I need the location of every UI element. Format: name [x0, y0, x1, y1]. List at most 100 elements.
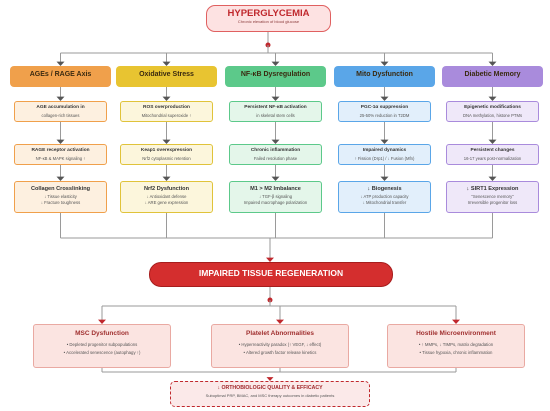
header-arrow-2 — [271, 61, 280, 66]
outcome-line: • Tissue hypoxia, chronic inflammation — [419, 349, 493, 355]
step-title: Epigenetic modifications — [464, 105, 521, 110]
step3-arrow-0 — [56, 176, 65, 181]
step-detail-line: ↓ TGF-β signaling — [258, 194, 293, 200]
step1-arrow-3 — [380, 96, 389, 101]
orthobiologic-box: ↓ ORTHOBIOLOGIC QUALITY & EFFICACY Subop… — [170, 381, 370, 407]
step-subtitle: 16-17 years post-normalization — [463, 155, 522, 161]
step-detail-line: ↓ Tissue elasticity — [44, 194, 77, 200]
column-header-mito: Mito Dysfunction — [334, 66, 435, 87]
step-subtitle: NF-κB & MAPK signaling ↑ — [35, 155, 86, 161]
hyperglycemia-subtitle: Chronic elevation of blood glucose — [237, 18, 300, 24]
step-detail-line: ↓ ARE gene expression — [144, 200, 189, 206]
outcome-title: Platelet Abnormalities — [245, 330, 315, 337]
step-title: ↓ SIRT1 Expression — [466, 186, 519, 192]
outcome-box-3: Hostile Microenvironment • ↑ MMPs, ↓ TIMP… — [387, 324, 525, 368]
hyperglycemia-box: HYPERGLYCEMIA Chronic elevation of blood… — [206, 5, 331, 32]
column-header-label: AGEs / RAGE Axis — [29, 71, 92, 78]
step1-arrow-1 — [162, 96, 171, 101]
bottom-arrow-2 — [452, 319, 460, 324]
step-mem-2: Persistent changes 16-17 years post-norma… — [446, 144, 539, 165]
step-title: Chronic inflammation — [250, 148, 301, 153]
step-detail-line: ↓ ATP production capacity — [360, 194, 409, 200]
header-arrow-3 — [380, 61, 389, 66]
step-detail-line: Irreversible progenitor loss — [467, 200, 518, 206]
step2-arrow-0 — [56, 139, 65, 144]
step3-arrow-3 — [380, 176, 389, 181]
step-title: AGE accumulation in — [36, 105, 85, 110]
outcome-line: • Altered growth factor release kinetics — [243, 349, 317, 355]
step-title: Persistent NF-κB activation — [244, 105, 307, 110]
step-subtitle: 25-50% reduction in T2DM — [359, 112, 410, 118]
step-ox-3: Nrf2 Dysfunction ↓ Antioxidant defense↓ A… — [120, 181, 213, 213]
step-detail-line: ↓ Antioxidant defense — [146, 194, 187, 200]
bottom-arrow-0 — [98, 319, 106, 324]
step-title: M1 > M2 Imbalance — [250, 186, 301, 192]
header-arrow-4 — [488, 61, 497, 66]
step-subtitle: Failed resolution phase — [253, 155, 298, 161]
step-subtitle: collagen-rich tissues — [41, 112, 80, 118]
column-header-label: Oxidative Stress — [139, 71, 194, 78]
step-subtitle: in skeletal stem cells — [256, 112, 295, 118]
column-header-nfkb: NF-κB Dysregulation — [225, 66, 326, 87]
step-mem-3: ↓ SIRT1 Expression"Senescence memory"Irr… — [446, 181, 539, 213]
step-title: Nrf2 Dysfunction — [143, 186, 190, 192]
header-arrow-1 — [162, 61, 171, 66]
column-header-mem: Diabetic Memory — [442, 66, 543, 87]
column-header-label: NF-κB Dysregulation — [240, 71, 311, 78]
column-header-ox: Oxidative Stress — [116, 66, 217, 87]
step1-arrow-0 — [56, 96, 65, 101]
step1-arrow-2 — [271, 96, 280, 101]
step-mito-3: ↓ Biogenesis ↓ ATP production capacity↓ M… — [338, 181, 431, 213]
orthobiologic-title: ↓ ORTHOBIOLOGIC QUALITY & EFFICACY — [217, 385, 323, 391]
column-header-label: Diabetic Memory — [464, 71, 521, 78]
step-subtitle: DNA methylation, histone PTMs — [462, 112, 523, 118]
impaired-regeneration-title: IMPAIRED TISSUE REGENERATION — [198, 268, 344, 278]
outcome-title: MSC Dysfunction — [75, 330, 129, 337]
step2-arrow-4 — [488, 139, 497, 144]
outcome-title: Hostile Microenvironment — [416, 330, 496, 337]
step-subtitle: Nrf2 cytoplasmic retention — [142, 155, 191, 161]
step-title: Impaired dynamics — [362, 148, 407, 153]
step3-arrow-4 — [488, 176, 497, 181]
footer-arrow — [266, 377, 274, 381]
outcome-box-1: MSC Dysfunction• Depleted progenitor sub… — [33, 324, 171, 368]
step-detail-line: ↓ Fracture toughness — [40, 200, 81, 206]
step2-arrow-3 — [380, 139, 389, 144]
impaired-regeneration-box: IMPAIRED TISSUE REGENERATION — [149, 262, 393, 287]
center-arrow — [266, 257, 274, 262]
bottom-arrow-1 — [276, 319, 284, 324]
step-ages-3: Collagen Crosslinking ↓ Tissue elasticity… — [14, 181, 107, 213]
step-detail-line: ↓ Mitochondrial transfer — [362, 200, 407, 206]
step1-arrow-4 — [488, 96, 497, 101]
outcome-box-2: Platelet Abnormalities • Hyperreactivity … — [211, 324, 349, 368]
step2-arrow-1 — [162, 139, 171, 144]
step-title: Keap1 overexpression — [140, 148, 193, 153]
step-subtitle: ↑ Fission (Drp1) / ↓ Fusion (Mfn) — [354, 155, 415, 161]
column-header-ages: AGEs / RAGE Axis — [10, 66, 111, 87]
step-nfkb-1: Persistent NF-κB activation in skeletal s… — [229, 101, 322, 122]
step-subtitle: Mitochondrial superoxide ↑ — [141, 112, 192, 118]
step-title: Persistent changes — [470, 148, 515, 153]
outcome-line: • Hyperreactivity paradox (↑ VEGF, ↓ eff… — [238, 342, 322, 348]
outcome-line: • ↑ MMPs, ↓ TIMPs, matrix degradation — [418, 342, 494, 348]
step-title: PGC-1α suppression — [360, 105, 409, 110]
step-title: ↓ Biogenesis — [367, 186, 402, 192]
orthobiologic-subtitle: Suboptimal PRP, BMAC, and MSC therapy ou… — [205, 392, 335, 398]
header-arrow-0 — [56, 61, 65, 66]
step-title: ROS overproduction — [143, 105, 190, 110]
step2-arrow-2 — [271, 139, 280, 144]
step-mito-1: PGC-1α suppression 25-50% reduction in T2… — [338, 101, 431, 122]
outcome-line: • Accelerated senescence (autophagy ↑) — [63, 349, 141, 355]
step3-arrow-1 — [162, 176, 171, 181]
column-header-label: Mito Dysfunction — [356, 71, 413, 78]
step-title: RAGE receptor activation — [31, 148, 90, 153]
step-title: Collagen Crosslinking — [30, 186, 91, 192]
